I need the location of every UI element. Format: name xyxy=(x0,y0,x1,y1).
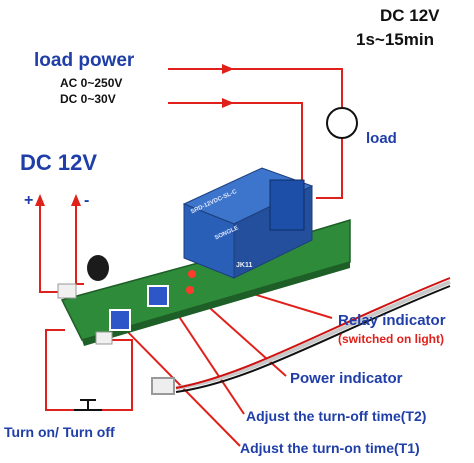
pcb-board xyxy=(57,167,351,346)
load-label: load xyxy=(366,130,397,147)
trimmer-t1 xyxy=(109,309,131,331)
switch-loop-right xyxy=(102,339,133,411)
harness-plug xyxy=(151,377,175,395)
supply-label: DC 12V xyxy=(20,150,98,175)
load-power-ac: AC 0~250V xyxy=(60,76,123,90)
t2-label: Adjust the turn-off time(T2) xyxy=(246,408,427,424)
switch-loop-left xyxy=(45,329,74,411)
wire-harness xyxy=(151,277,451,395)
trimmer-t2 xyxy=(147,285,169,307)
dc-minus-line xyxy=(75,198,84,285)
power-connector xyxy=(57,283,77,299)
power-led xyxy=(186,286,194,294)
load-symbol xyxy=(326,107,358,139)
load-power-line-bottom xyxy=(168,102,303,180)
load-to-relay-line xyxy=(316,138,343,199)
t2-pointer xyxy=(167,299,245,415)
pcb-edge xyxy=(82,262,350,346)
dc-plus-line xyxy=(39,198,70,293)
board-code-marking: JK11 xyxy=(236,262,253,269)
t1-pointer xyxy=(119,323,241,447)
switch-connector xyxy=(95,331,113,345)
minus-label: - xyxy=(84,192,90,209)
relay-indicator-note: (switched on light) xyxy=(338,332,444,346)
header-supply: DC 12V xyxy=(380,6,440,25)
t1-label: Adjust the turn-on time(T1) xyxy=(240,440,420,456)
arrow-plus xyxy=(35,194,45,206)
load-power-title: load power xyxy=(34,50,135,71)
load-power-dc: DC 0~30V xyxy=(60,92,116,106)
terminal-block xyxy=(269,179,305,231)
switch-label: Turn on/ Turn off xyxy=(4,424,115,440)
relay-led xyxy=(188,270,196,278)
header-range: 1s~15min xyxy=(356,30,434,49)
capacitor xyxy=(87,255,109,281)
power-indicator-label: Power indicator xyxy=(290,370,403,387)
arrow-ac xyxy=(222,64,234,74)
arrow-dc xyxy=(222,98,234,108)
relay-indicator-label: Relay indicator xyxy=(338,312,446,329)
switch-symbol xyxy=(74,399,102,411)
plus-label: + xyxy=(24,192,34,209)
arrow-minus xyxy=(71,194,81,206)
